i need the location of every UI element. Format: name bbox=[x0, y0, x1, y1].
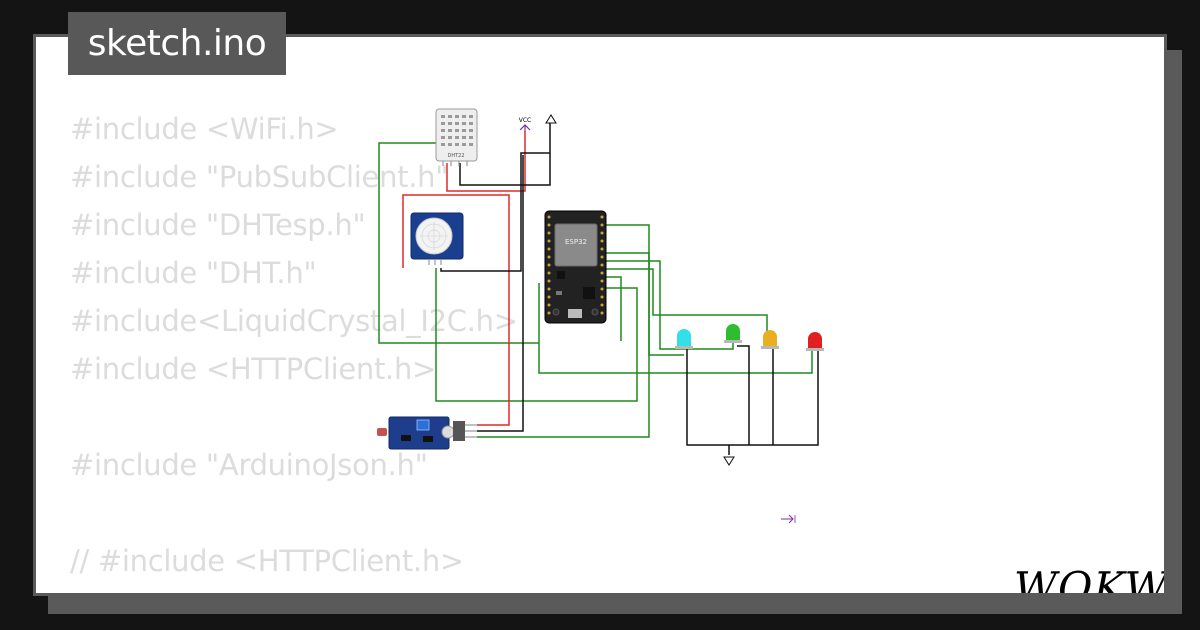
led-red-body bbox=[808, 332, 822, 349]
led-yellow-body bbox=[763, 330, 777, 347]
black-wires bbox=[440, 123, 819, 455]
circuit-diagram: VCC DHT22 bbox=[377, 108, 824, 524]
code-line: #include <WiFi.h> bbox=[70, 112, 339, 146]
ldr-module-icon[interactable] bbox=[377, 416, 477, 450]
code-line: #include <HTTPClient.h> bbox=[70, 352, 437, 386]
ground-icon bbox=[723, 456, 735, 466]
dht22-sensor-icon[interactable]: DHT22 bbox=[435, 108, 478, 166]
led-yellow-icon[interactable] bbox=[761, 330, 779, 349]
vcc-icon: VCC bbox=[519, 117, 531, 131]
code-line: // #include <HTTPClient.h> bbox=[70, 544, 464, 578]
code-line: ​ bbox=[70, 489, 518, 537]
led-cyan-body bbox=[677, 329, 691, 347]
led-green-icon[interactable] bbox=[724, 324, 742, 343]
dht22-label: DHT22 bbox=[447, 153, 464, 159]
file-name-tab[interactable]: sketch.ino bbox=[68, 12, 286, 75]
green-wires bbox=[378, 142, 813, 438]
code-line: // HTTPClient.h bbox=[70, 585, 518, 593]
code-line: #include "DHT.h" bbox=[70, 256, 317, 290]
wokwi-logo[interactable]: WOKWI bbox=[1012, 563, 1167, 596]
esp32-board-icon[interactable]: ESP32 bbox=[544, 210, 607, 324]
code-line: #include<LiquidCrystal_I2C.h> bbox=[70, 304, 518, 338]
code-line: #include "PubSubClient.h" bbox=[70, 160, 449, 194]
probe-icon[interactable] bbox=[781, 514, 796, 524]
vcc-label: VCC bbox=[519, 117, 531, 124]
code-line: #include "DHTesp.h" bbox=[70, 208, 366, 242]
led-red-icon[interactable] bbox=[806, 332, 824, 351]
code-line: #include "ArduinoJson.h" bbox=[70, 448, 428, 482]
pir-sensor-icon[interactable] bbox=[410, 212, 464, 265]
power-arrow-icon bbox=[545, 114, 557, 124]
led-cyan-icon[interactable] bbox=[675, 329, 693, 349]
project-card[interactable]: #include <WiFi.h> #include "PubSubClient.… bbox=[33, 34, 1167, 596]
esp32-label: ESP32 bbox=[565, 238, 587, 246]
led-green-body bbox=[726, 324, 740, 341]
code-preview: #include <WiFi.h> #include "PubSubClient.… bbox=[70, 105, 518, 593]
code-line: ​ bbox=[70, 393, 518, 441]
wokwi-logo-text: WOKWI bbox=[1013, 563, 1167, 596]
red-wires bbox=[402, 131, 526, 426]
